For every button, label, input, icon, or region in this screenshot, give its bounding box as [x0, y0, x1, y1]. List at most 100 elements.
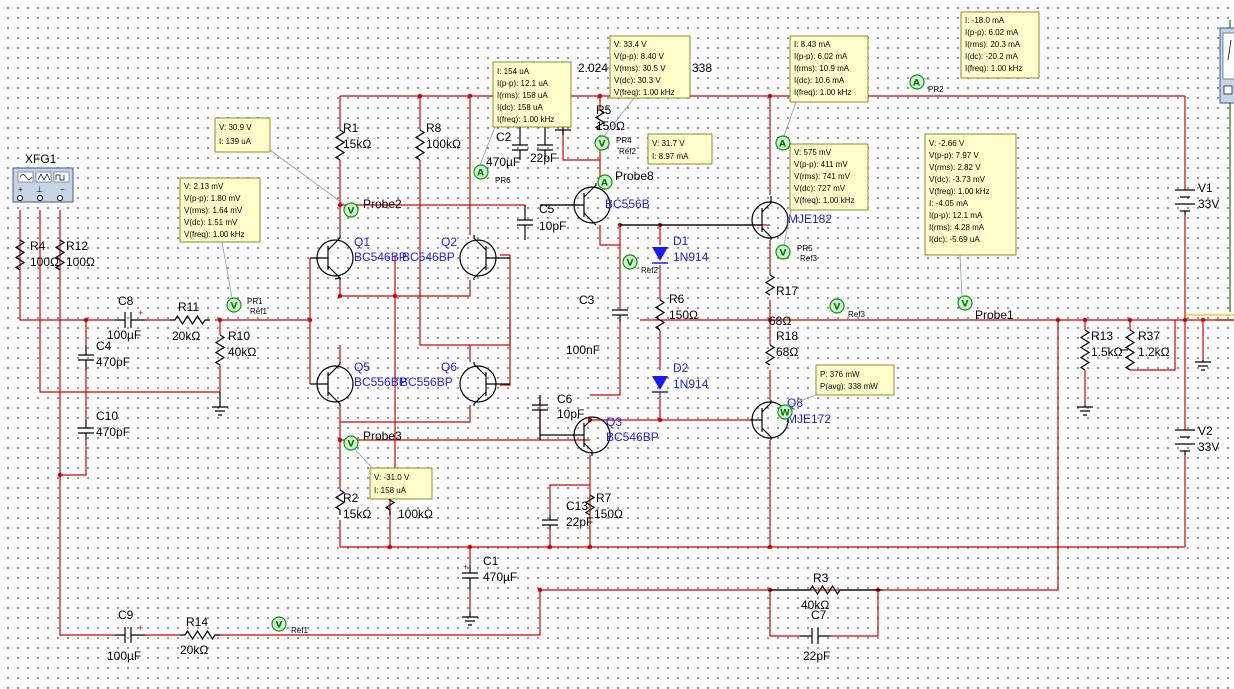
pr6-label: PR6	[495, 176, 511, 185]
svg-text:V(p-p): 1.80 mV: V(p-p): 1.80 mV	[184, 194, 241, 203]
svg-text:V: V	[962, 300, 969, 310]
c7-value: 22pF	[803, 649, 830, 663]
q7-current-glyph[interactable]: A	[775, 135, 791, 151]
q2-symbol	[459, 235, 510, 280]
svg-text:I: 8.97 mA: I: 8.97 mA	[652, 152, 689, 161]
function-generator-xfg1[interactable]: XFG1 +⊥−	[12, 152, 74, 203]
r7-value: 150Ω	[594, 507, 623, 521]
svg-text:+: +	[18, 185, 23, 194]
r8-value: 100kΩ	[426, 137, 461, 151]
probe3-label: Probe3	[363, 429, 402, 443]
ref1-glyph[interactable]: V	[271, 616, 287, 632]
c7-ref: C7	[811, 608, 827, 622]
c13-ref: C13	[566, 499, 588, 513]
svg-text:W: W	[780, 409, 790, 419]
svg-text:V: 2.13 mV: V: 2.13 mV	[184, 182, 224, 191]
q8-power-glyph[interactable]: W	[777, 404, 793, 420]
svg-text:V(rms): 1.64 mV: V(rms): 1.64 mV	[184, 206, 243, 215]
svg-text:I(rms): 20.3 mA: I(rms): 20.3 mA	[965, 40, 1021, 49]
probe8-glyph[interactable]: A	[597, 174, 613, 190]
pr1-label: PR1	[247, 297, 263, 306]
svg-text:I(p-p): 6.02 mA: I(p-p): 6.02 mA	[794, 52, 848, 61]
r37-ref: R37	[1138, 329, 1160, 343]
q5-ref: Q5	[354, 360, 370, 374]
svg-text:V: V	[599, 140, 606, 150]
probes: V Probe2 V Probe3 V PR1 Ref1 A PR6 V PR4…	[226, 74, 1014, 635]
pr1-ref: Ref1	[250, 307, 267, 316]
svg-text:V: V	[627, 259, 634, 269]
tooltip-r5: V: 33.4 V V(p-p): 8.40 V V(rms): 30.5 V …	[609, 35, 691, 99]
r14-ref: R14	[186, 615, 208, 629]
r11-value: 20kΩ	[172, 329, 200, 343]
pr4-glyph[interactable]: V	[594, 135, 610, 151]
pr5-glyph[interactable]: V	[775, 244, 791, 260]
c2b-value: 22pF	[530, 151, 557, 165]
r14-value: 20kΩ	[180, 643, 208, 657]
component-labels: R1 15kΩ R8 100kΩ R5 150Ω R4 100Ω R12 100…	[30, 61, 1219, 663]
pr6-glyph[interactable]: A	[473, 164, 489, 180]
r4-ref: R4	[30, 239, 46, 253]
q7-symbol	[620, 196, 789, 240]
c1-ref: C1	[483, 554, 499, 568]
r9-value: 100kΩ	[398, 507, 433, 521]
c3-value: 100nF	[566, 343, 600, 357]
r5-value: 150Ω	[596, 119, 625, 133]
oscilloscope-instrument[interactable]	[1219, 27, 1234, 104]
tooltip-probe3: V: -31.0 V I: 158 uA	[369, 467, 433, 500]
partial-text-right: 338	[692, 61, 712, 75]
svg-text:V: -31.0 V: V: -31.0 V	[374, 473, 410, 482]
svg-text:V: V	[780, 249, 787, 259]
svg-text:I(p-p): 12.1 mA: I(p-p): 12.1 mA	[929, 211, 983, 220]
c1-value: 470µF	[483, 570, 517, 584]
c8-value: 100µF	[107, 328, 141, 342]
pr1-glyph[interactable]: V	[226, 297, 242, 313]
r18-value: 68Ω	[776, 345, 798, 359]
svg-text:A: A	[477, 169, 484, 179]
r2-ref: R2	[343, 491, 359, 505]
tooltip-pr6: I: 154 uA I(p-p): 12.1 uA I(rms): 158 uA…	[492, 61, 572, 128]
c6-value: 10pF	[557, 407, 584, 421]
q1-part: BC546BP	[354, 250, 407, 264]
svg-text:I(freq): 1.00 kHz: I(freq): 1.00 kHz	[794, 88, 851, 97]
probe1-glyph[interactable]: V	[957, 295, 973, 311]
tooltip-q8-power: P: 376 mW P(avg): 338 mW	[815, 364, 895, 396]
ref3-glyph[interactable]: V	[829, 298, 845, 314]
svg-text:V: V	[348, 440, 355, 450]
q5-symbol	[310, 362, 354, 406]
d2-part: 1N914	[673, 377, 709, 391]
c6-ref: C6	[557, 392, 573, 406]
svg-text:V: 30.9 V: V: 30.9 V	[219, 123, 252, 132]
svg-text:V(freq): 1.00 kHz: V(freq): 1.00 kHz	[614, 88, 674, 97]
svg-text:I(rms): 4.28 mA: I(rms): 4.28 mA	[929, 223, 985, 232]
c5-ref: C5	[539, 202, 555, 216]
r13-ref: R13	[1091, 329, 1113, 343]
r12-ref: R12	[66, 239, 88, 253]
capacitor-shapes	[78, 125, 830, 644]
svg-text:I: -4.05 mA: I: -4.05 mA	[929, 199, 969, 208]
probe2-glyph[interactable]: V	[343, 202, 359, 218]
ref3-label: Ref3	[848, 310, 865, 319]
q3-part: BC546BP	[606, 430, 659, 444]
q6-symbol	[459, 362, 510, 406]
svg-text:V(dc): 30.3 V: V(dc): 30.3 V	[614, 76, 661, 85]
svg-text:I: 139 uA: I: 139 uA	[219, 137, 252, 146]
svg-text:V(freq): 1.00 kHz: V(freq): 1.00 kHz	[184, 230, 244, 239]
q5-part: BC556BP	[354, 375, 407, 389]
r17-value: 68Ω	[769, 314, 791, 328]
svg-text:A: A	[913, 79, 920, 89]
svg-text:−: −	[60, 185, 65, 194]
q7-part: MJE182	[788, 212, 832, 226]
q1-ref: Q1	[354, 235, 370, 249]
r8-ref: R8	[426, 121, 442, 135]
c9-polarity: +	[138, 623, 143, 633]
r1-ref: R1	[343, 121, 359, 135]
svg-text:P: 376 mW: P: 376 mW	[820, 370, 860, 379]
ref2-glyph[interactable]: V	[622, 254, 638, 270]
svg-text:V(dc): 727 mV: V(dc): 727 mV	[794, 184, 846, 193]
pr2-glyph[interactable]: A	[909, 74, 925, 90]
q3-symbol	[540, 416, 611, 456]
probe3-glyph[interactable]: V	[343, 435, 359, 451]
svg-text:V(p-p): 8.40 V: V(p-p): 8.40 V	[614, 52, 664, 61]
